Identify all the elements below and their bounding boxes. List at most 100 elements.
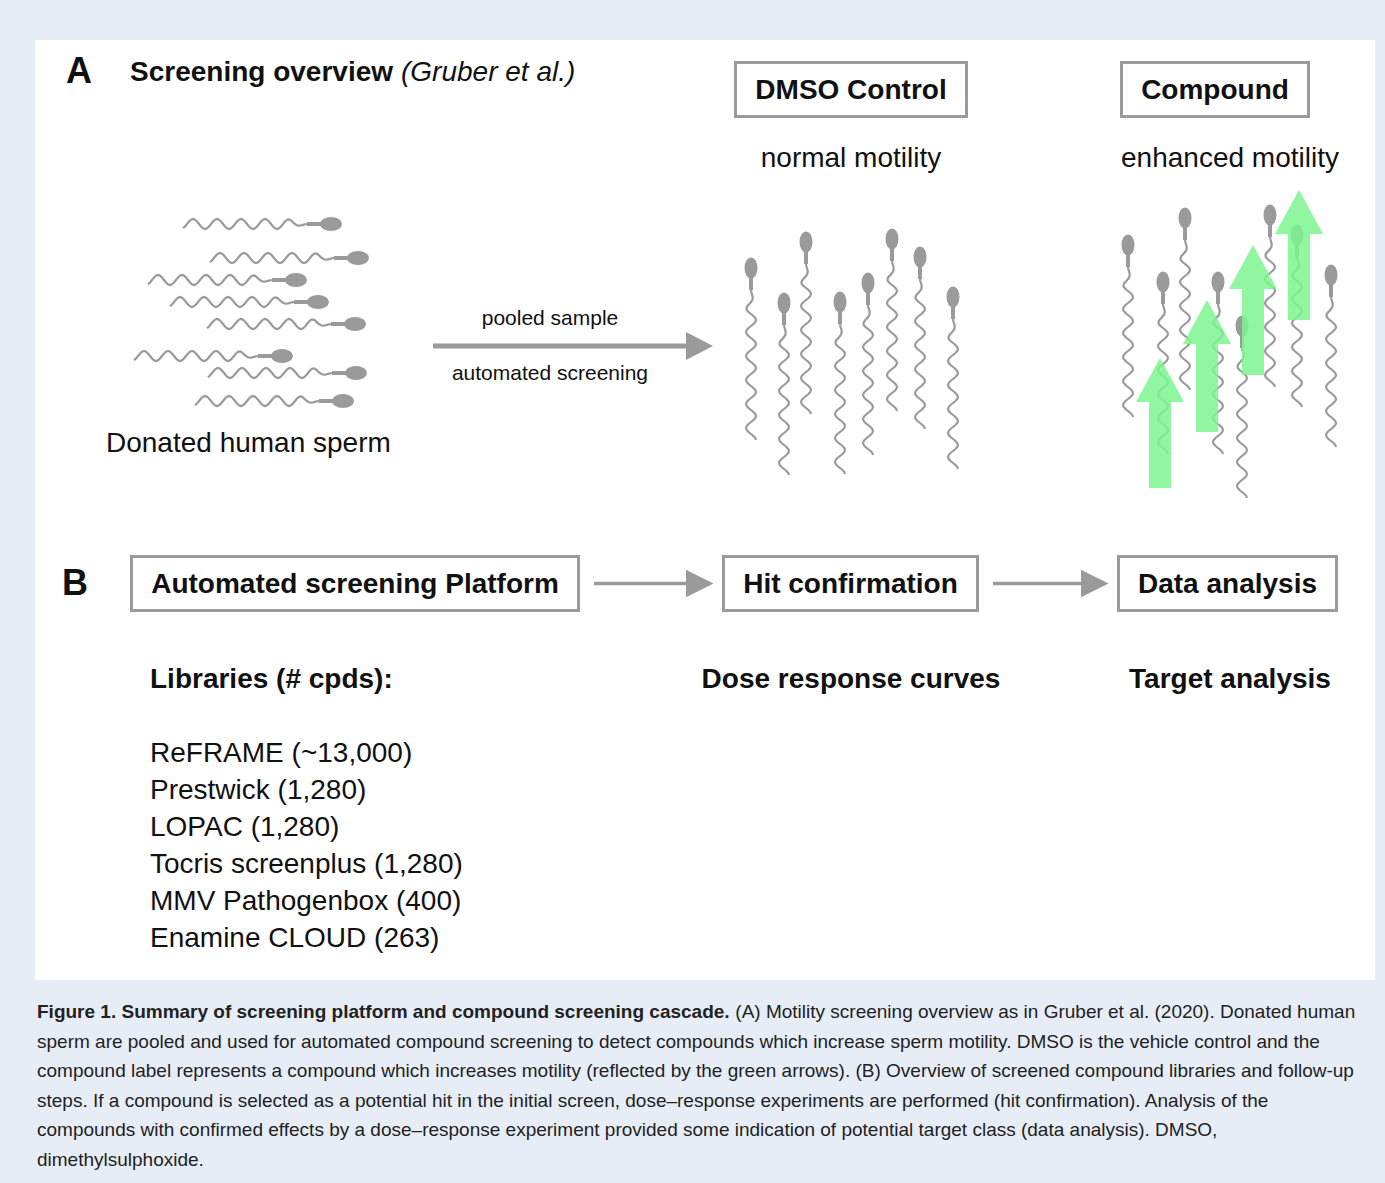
sperm-tail: [746, 290, 756, 440]
sperm-tail: [1123, 267, 1133, 417]
motility-arrow: [1136, 358, 1184, 488]
text-label: Target analysis: [1129, 662, 1331, 696]
sperm-tail: [779, 325, 789, 475]
figure-caption: Figure 1. Summary of screening platform …: [37, 997, 1359, 1174]
sperm-head: [800, 232, 813, 253]
text-label: Enamine CLOUD (263): [150, 921, 439, 955]
sperm-head: [332, 394, 354, 408]
text-label: LOPAC (1,280): [150, 810, 339, 844]
process-box: DMSO Control: [734, 61, 968, 118]
sperm-head: [320, 217, 342, 231]
panel-letter: A: [66, 49, 92, 92]
sperm-head: [307, 295, 329, 309]
sperm-head: [834, 292, 847, 313]
motility-arrow: [1275, 190, 1323, 320]
sperm-head: [1264, 205, 1277, 226]
sperm-head: [1325, 265, 1338, 286]
sperm-tail: [835, 324, 845, 474]
sperm-tail: [887, 261, 897, 411]
sperm-head: [271, 349, 293, 363]
sperm-head: [1291, 225, 1304, 246]
process-box: Compound: [1120, 61, 1310, 118]
text-label: normal motility: [761, 141, 941, 175]
sperm-tail: [863, 305, 873, 455]
sperm-midpiece: [1126, 253, 1130, 267]
sperm-tail: [1292, 257, 1302, 407]
motility-arrow: [1183, 300, 1231, 432]
sperm-tail: [195, 396, 319, 406]
panel-letter: B: [62, 561, 88, 604]
process-box: Automated screening Platform: [130, 555, 580, 612]
sperm-tail: [1265, 237, 1275, 387]
sperm-midpiece: [258, 354, 274, 358]
sperm-tail: [207, 319, 331, 329]
sperm-midpiece: [866, 291, 870, 305]
sperm-head: [886, 229, 899, 250]
sperm-tail: [915, 279, 925, 429]
text-label: automated screening: [452, 360, 648, 385]
sperm-head: [1157, 272, 1170, 293]
sperm-head: [347, 251, 369, 265]
sperm-tail: [134, 351, 258, 361]
box-text: Compound: [1141, 74, 1289, 106]
sperm-tail: [1326, 297, 1336, 447]
sperm-head: [1236, 316, 1249, 337]
text-label: Tocris screenplus (1,280): [150, 847, 463, 881]
sperm-midpiece: [272, 278, 288, 282]
box-text: Data analysis: [1138, 568, 1317, 600]
caption-text: (A) Motility screening overview as in Gr…: [37, 1001, 1355, 1170]
text-label: Screening overview: [130, 55, 393, 89]
sperm-tail: [1213, 304, 1223, 454]
text-label: Libraries (# cpds):: [150, 662, 393, 696]
sperm-head: [1212, 272, 1225, 293]
flow-arrow: [594, 582, 710, 586]
sperm-head: [914, 247, 927, 268]
sperm-midpiece: [1268, 223, 1272, 237]
sperm-tail: [208, 368, 332, 378]
sperm-tail: [1180, 240, 1190, 390]
sperm-midpiece: [951, 305, 955, 319]
sperm-midpiece: [1216, 290, 1220, 304]
process-arrow: [433, 344, 690, 349]
sperm-midpiece: [804, 250, 808, 264]
process-arrowhead: [686, 332, 713, 360]
sperm-head: [1179, 208, 1192, 229]
sperm-midpiece: [918, 265, 922, 279]
sperm-midpiece: [1161, 290, 1165, 304]
sperm-tail: [183, 219, 307, 229]
sperm-midpiece: [838, 310, 842, 324]
text-label: Dose response curves: [702, 662, 1001, 696]
sperm-midpiece: [334, 256, 350, 260]
sperm-head: [1122, 235, 1135, 256]
sperm-head: [947, 287, 960, 308]
sperm-midpiece: [890, 247, 894, 261]
sperm-midpiece: [782, 311, 786, 325]
sperm-midpiece: [331, 322, 347, 326]
sperm-head: [285, 273, 307, 287]
sperm-midpiece: [319, 399, 335, 403]
process-box: Hit confirmation: [722, 555, 979, 612]
sperm-midpiece: [749, 276, 753, 290]
sperm-midpiece: [332, 371, 348, 375]
sperm-tail: [148, 275, 272, 285]
box-text: Automated screening Platform: [151, 568, 559, 600]
sperm-head: [344, 317, 366, 331]
text-label: pooled sample: [482, 305, 619, 330]
sperm-head: [345, 366, 367, 380]
box-text: Hit confirmation: [743, 568, 958, 600]
sperm-midpiece: [1295, 243, 1299, 257]
sperm-tail: [170, 297, 294, 307]
sperm-midpiece: [307, 222, 323, 226]
text-label: Donated human sperm: [106, 426, 391, 460]
sperm-tail: [210, 253, 334, 263]
flow-arrow: [993, 582, 1105, 586]
sperm-tail: [1237, 348, 1247, 498]
sperm-midpiece: [1329, 283, 1333, 297]
sperm-tail: [1158, 304, 1168, 454]
text-label: Prestwick (1,280): [150, 773, 366, 807]
figure-title: Figure 1. Summary of screening platform …: [37, 1001, 730, 1022]
text-label: (Gruber et al.): [401, 55, 575, 89]
text-label: ReFRAME (~13,000): [150, 736, 412, 770]
process-box: Data analysis: [1117, 555, 1338, 612]
text-label: enhanced motility: [1121, 141, 1339, 175]
